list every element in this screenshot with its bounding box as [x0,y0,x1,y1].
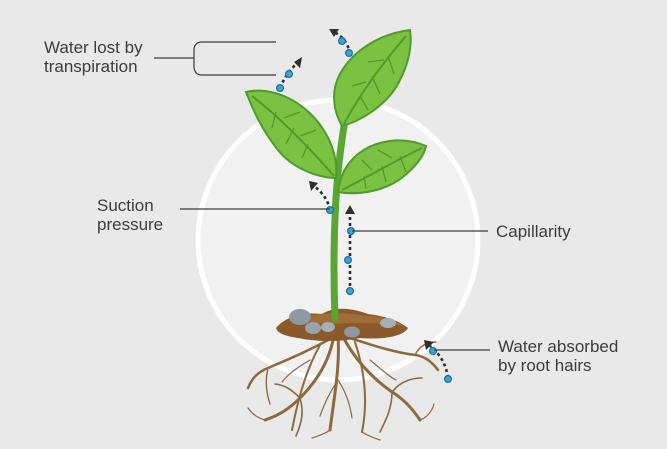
label-line: transpiration [44,57,138,76]
label-line: Water absorbed [498,337,619,356]
root-system [246,333,440,441]
leaf-top [333,28,412,128]
water-dots [276,36,453,384]
leaf-right [336,139,428,195]
arrowhead-capillarity [345,205,355,214]
label-water-lost-by-transpiration: Water lost by transpiration [44,38,143,76]
arrowhead-suction [309,181,318,191]
label-line: pressure [97,215,164,234]
leader-lines [154,41,490,351]
arrowhead-transpiration-left [294,57,302,68]
arrowhead-root-absorption [424,340,434,350]
label-water-absorbed-by-root-hairs: Water absorbed by root hairs [498,337,618,375]
pebbles [289,309,396,338]
arrow-heads [294,29,434,350]
label-line: Water lost by [44,38,143,57]
transpiration-bracket [193,41,276,76]
label-line: by root hairs [498,356,592,375]
leaf-left [244,89,338,180]
arrow-root-absorption [429,344,450,379]
label-capillarity: Capillarity [496,222,571,241]
label-line: Suction [97,196,154,215]
label-line: Capillarity [496,222,571,241]
label-suction-pressure: Suction pressure [97,196,163,234]
arrowhead-transpiration-top [329,29,339,37]
